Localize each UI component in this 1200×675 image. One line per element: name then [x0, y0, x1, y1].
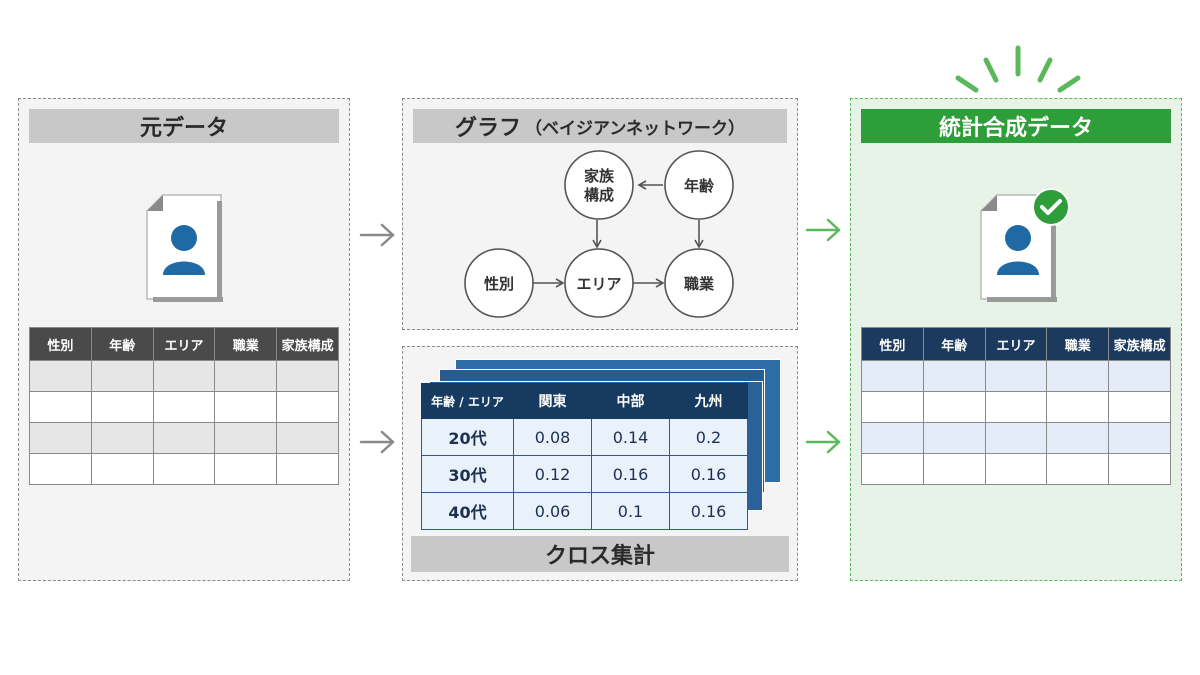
- column-header: 関東: [513, 383, 592, 419]
- column-header: 年齢: [922, 327, 986, 361]
- table-cell: 0.12: [513, 455, 592, 493]
- arrow-right-icon: [359, 430, 395, 454]
- graph-panel: グラフ （ベイジアンネットワーク） 家族 構成 年齢 性別 エ: [402, 98, 798, 330]
- column-header: 性別: [861, 327, 924, 361]
- node-job: [664, 248, 734, 318]
- arrow-right-icon: [805, 218, 841, 242]
- table-row: [861, 391, 1171, 423]
- table-row: [861, 453, 1171, 485]
- table-row: [29, 453, 339, 485]
- sparkle-icon: [955, 45, 1081, 93]
- column-header: 中部: [591, 383, 670, 419]
- node-label-gender: 性別: [484, 275, 514, 293]
- table-header-row: 年齢 / エリア 関東 中部 九州: [421, 383, 748, 419]
- node-gender: [464, 248, 534, 318]
- table-row: [861, 360, 1171, 392]
- column-header: エリア: [152, 327, 216, 361]
- table-row: 30代 0.12 0.16 0.16: [421, 455, 748, 493]
- cross-tab-panel: 年齢 / エリア 関東 中部 九州 20代 0.08 0.14 0.2 30代 …: [402, 346, 798, 581]
- table-row: 20代 0.08 0.14 0.2: [421, 418, 748, 456]
- graph-title: グラフ （ベイジアンネットワーク）: [413, 109, 787, 143]
- row-header: 30代: [421, 455, 514, 493]
- person-document-icon: [146, 194, 223, 302]
- table-row: 40代 0.06 0.1 0.16: [421, 492, 748, 530]
- table-header-row: 性別 年齢 エリア 職業 家族構成: [861, 327, 1171, 361]
- table-cell: 0.1: [591, 492, 670, 530]
- check-badge-icon: [1032, 188, 1070, 226]
- column-header: 性別: [29, 327, 92, 361]
- column-header: エリア: [984, 327, 1048, 361]
- column-header: 職業: [1046, 327, 1110, 361]
- synthetic-data-panel: 統計合成データ 性別 年齢 エリア 職業 家族構成: [850, 98, 1182, 581]
- column-header: 九州: [669, 383, 748, 419]
- column-header: 年齢: [90, 327, 154, 361]
- column-header: 家族構成: [1108, 327, 1171, 361]
- row-header: 40代: [421, 492, 514, 530]
- column-header: 職業: [214, 327, 278, 361]
- table-cell: 0.2: [669, 418, 748, 456]
- table-header-row: 性別 年齢 エリア 職業 家族構成: [29, 327, 339, 361]
- arrow-right-icon: [805, 430, 841, 454]
- table-cell: 0.08: [513, 418, 592, 456]
- cross-header-corner: 年齢 / エリア: [421, 383, 514, 419]
- bayesian-network-diagram: 家族 構成 年齢 性別 エリア 職業: [464, 150, 734, 318]
- source-data-title: 元データ: [29, 109, 339, 143]
- source-data-table: 性別 年齢 エリア 職業 家族構成: [29, 327, 339, 485]
- source-data-panel: 元データ 性別 年齢 エリア 職業 家族構成: [18, 98, 350, 581]
- cross-tab-title: クロス集計: [411, 536, 789, 572]
- table-cell: 0.16: [591, 455, 670, 493]
- node-age: [664, 150, 734, 220]
- column-header: 家族構成: [276, 327, 339, 361]
- graph-title-main: グラフ: [455, 116, 522, 141]
- synthetic-data-title: 統計合成データ: [861, 109, 1171, 143]
- table-row: [861, 422, 1171, 454]
- node-label-area: エリア: [576, 275, 621, 293]
- table-row: [29, 422, 339, 454]
- synthetic-data-table: 性別 年齢 エリア 職業 家族構成: [861, 327, 1171, 485]
- node-family: [564, 150, 634, 220]
- table-cell: 0.16: [669, 492, 748, 530]
- table-row: [29, 391, 339, 423]
- node-label-family-2: 構成: [584, 186, 614, 204]
- graph-title-subtitle: （ベイジアンネットワーク）: [525, 118, 745, 139]
- cross-tab-table: 年齢 / エリア 関東 中部 九州 20代 0.08 0.14 0.2 30代 …: [421, 383, 748, 530]
- person-document-icon: [980, 194, 1057, 302]
- table-cell: 0.06: [513, 492, 592, 530]
- table-cell: 0.16: [669, 455, 748, 493]
- node-label-family-1: 家族: [584, 167, 615, 185]
- row-header: 20代: [421, 418, 514, 456]
- table-cell: 0.14: [591, 418, 670, 456]
- node-area: [564, 248, 634, 318]
- node-label-age: 年齢: [684, 177, 715, 195]
- table-row: [29, 360, 339, 392]
- node-label-job: 職業: [684, 275, 715, 293]
- arrow-right-icon: [359, 223, 395, 247]
